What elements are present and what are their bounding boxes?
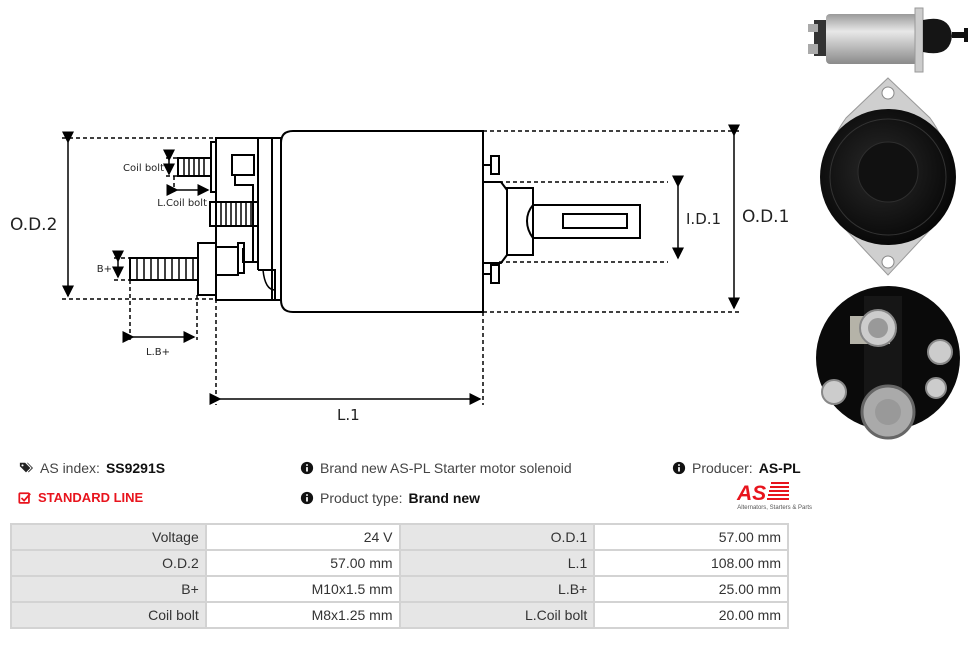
solenoid-body — [280, 130, 484, 313]
as-index-label: AS index: — [40, 460, 100, 476]
photo-side-view[interactable] — [808, 7, 968, 73]
photo-rear-view[interactable] — [816, 286, 960, 440]
specs-table: Voltage 24 V O.D.1 57.00 mm O.D.2 57.00 … — [10, 523, 789, 629]
b-plus-nut — [197, 242, 217, 296]
b-plus-bolt — [129, 257, 199, 281]
description: Brand new AS-PL Starter motor solenoid — [300, 460, 572, 476]
info-icon — [300, 461, 314, 475]
spec-value: 57.00 mm — [593, 523, 789, 551]
as-index: AS index: SS9291S — [18, 460, 165, 476]
table-row: O.D.2 57.00 mm L.1 108.00 mm — [10, 549, 789, 577]
l-b-plus-label: L.B+ — [146, 347, 170, 358]
id1-label: I.D.1 — [686, 210, 721, 228]
spec-value: 24 V — [204, 523, 401, 551]
photo-front-view[interactable] — [820, 77, 956, 276]
table-row: Voltage 24 V O.D.1 57.00 mm — [10, 523, 789, 551]
spec-label: L.1 — [398, 549, 596, 577]
product-type: Product type: Brand new — [300, 490, 480, 506]
producer-label: Producer: — [692, 460, 753, 476]
producer: Producer: AS-PL — [672, 460, 801, 476]
table-row: B+ M10x1.5 mm L.B+ 25.00 mm — [10, 575, 789, 603]
spec-value: 57.00 mm — [204, 549, 401, 577]
table-row: Coil bolt M8x1.25 mm L.Coil bolt 20.00 m… — [10, 601, 789, 629]
spec-label: O.D.2 — [10, 549, 207, 577]
logo-text: AS — [736, 482, 766, 504]
l-coil-bolt-label: L.Coil bolt — [157, 198, 207, 209]
description-text: Brand new AS-PL Starter motor solenoid — [320, 460, 572, 476]
standard-line-badge: STANDARD LINE — [18, 490, 143, 505]
spec-label: B+ — [10, 575, 207, 603]
spec-value: 108.00 mm — [593, 549, 789, 577]
od2-label: O.D.2 — [10, 215, 57, 235]
plunger — [525, 204, 641, 239]
as-index-value: SS9291S — [105, 460, 166, 476]
spec-value: 20.00 mm — [593, 601, 789, 629]
b-plus-label: B+ — [97, 264, 112, 275]
spec-label: L.Coil bolt — [398, 601, 596, 629]
spec-value: M8x1.25 mm — [204, 601, 401, 629]
dimension-diagram: O.D.2 O.D.1 I.D.1 L.1 Coil bolt L.Coil b… — [10, 124, 789, 424]
spec-label: L.B+ — [398, 575, 596, 603]
spec-value: 25.00 mm — [593, 575, 789, 603]
coil-bolt-label: Coil bolt — [123, 163, 164, 174]
info-icon — [672, 461, 686, 475]
standard-line-label: STANDARD LINE — [38, 490, 144, 505]
spec-label: Voltage — [10, 523, 207, 551]
product-type-value: Brand new — [408, 490, 481, 506]
spec-value: M10x1.5 mm — [204, 575, 401, 603]
product-photos — [808, 7, 968, 440]
logo-tagline: Alternators, Starters & Parts — [737, 505, 812, 511]
tags-icon — [19, 462, 33, 473]
checkbox-checked-icon — [18, 491, 31, 504]
info-icon — [300, 491, 314, 505]
product-type-label: Product type: — [320, 490, 403, 506]
l1-label: L.1 — [337, 406, 360, 424]
spec-label: O.D.1 — [398, 523, 596, 551]
spec-label: Coil bolt — [10, 601, 207, 629]
as-pl-logo: AS — [736, 482, 789, 504]
producer-value: AS-PL — [758, 460, 801, 476]
od1-label: O.D.1 — [742, 207, 789, 227]
